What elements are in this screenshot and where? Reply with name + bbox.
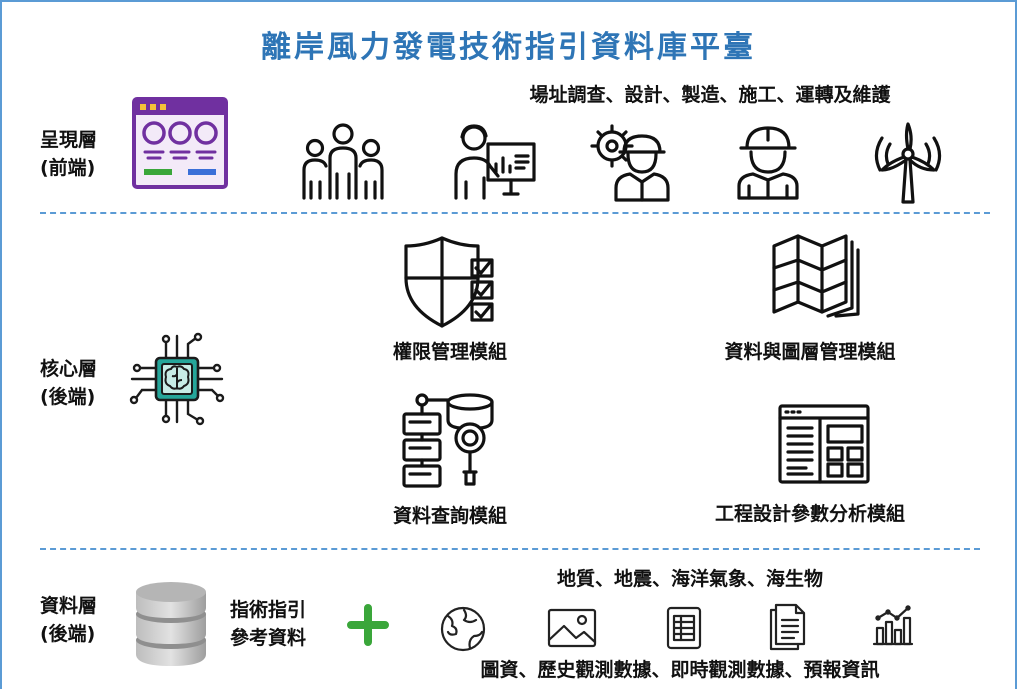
module-engineering-label: 工程設計參數分析模組	[714, 503, 905, 525]
module-data-layer-label: 資料與圖層管理模組	[724, 341, 896, 363]
bar-chart-icon	[872, 605, 914, 646]
core-layer-name: 核心層	[40, 358, 98, 380]
presenter-icon	[454, 124, 536, 200]
group-people-icon	[302, 123, 384, 200]
browser-window-icon	[132, 97, 228, 189]
image-icon	[547, 608, 597, 648]
data-layer-sub: (後端)	[40, 623, 96, 645]
shield-check-icon	[404, 236, 494, 328]
presentation-layer-label: 呈現層 (前端)	[40, 126, 97, 182]
roles-caption: 場址調查、設計、製造、施工、運轉及維護	[529, 84, 891, 106]
diagram-title: 離岸風力發電技術指引資料庫平臺	[261, 30, 756, 65]
data-topics-caption: 地質、地震、海洋氣象、海生物	[556, 568, 823, 590]
construction-worker-icon	[737, 126, 799, 200]
wind-turbine-icon	[874, 122, 942, 204]
map-icon	[772, 234, 860, 318]
guide-reference-label: 指術指引 參考資料	[230, 596, 306, 652]
database-icon	[136, 582, 206, 666]
engineer-gear-icon	[590, 124, 670, 202]
guide-reference-line2: 參考資料	[230, 627, 307, 649]
ai-chip-brain-icon	[129, 332, 225, 426]
module-query-label: 資料查詢模組	[392, 505, 507, 527]
divider-presentation-core	[40, 212, 990, 214]
dashboard-analysis-icon	[778, 404, 870, 484]
plus-icon	[347, 604, 389, 646]
presentation-layer-name: 呈現層	[40, 129, 98, 151]
presentation-layer-sub: (前端)	[40, 157, 96, 179]
globe-icon	[440, 606, 486, 652]
data-layer-label: 資料層 (後端)	[40, 592, 97, 648]
guide-reference-line1: 指術指引	[230, 599, 307, 621]
module-access-label: 權限管理模組	[392, 341, 507, 363]
divider-core-data	[40, 548, 980, 550]
data-layer-name: 資料層	[40, 595, 98, 617]
database-search-icon	[402, 393, 494, 488]
table-icon	[666, 606, 702, 650]
core-layer-label: 核心層 (後端)	[40, 355, 97, 411]
core-layer-sub: (後端)	[40, 386, 96, 408]
document-icon	[769, 603, 806, 651]
data-types-caption: 圖資、歷史觀測數據、即時觀測數據、預報資訊	[480, 659, 880, 681]
